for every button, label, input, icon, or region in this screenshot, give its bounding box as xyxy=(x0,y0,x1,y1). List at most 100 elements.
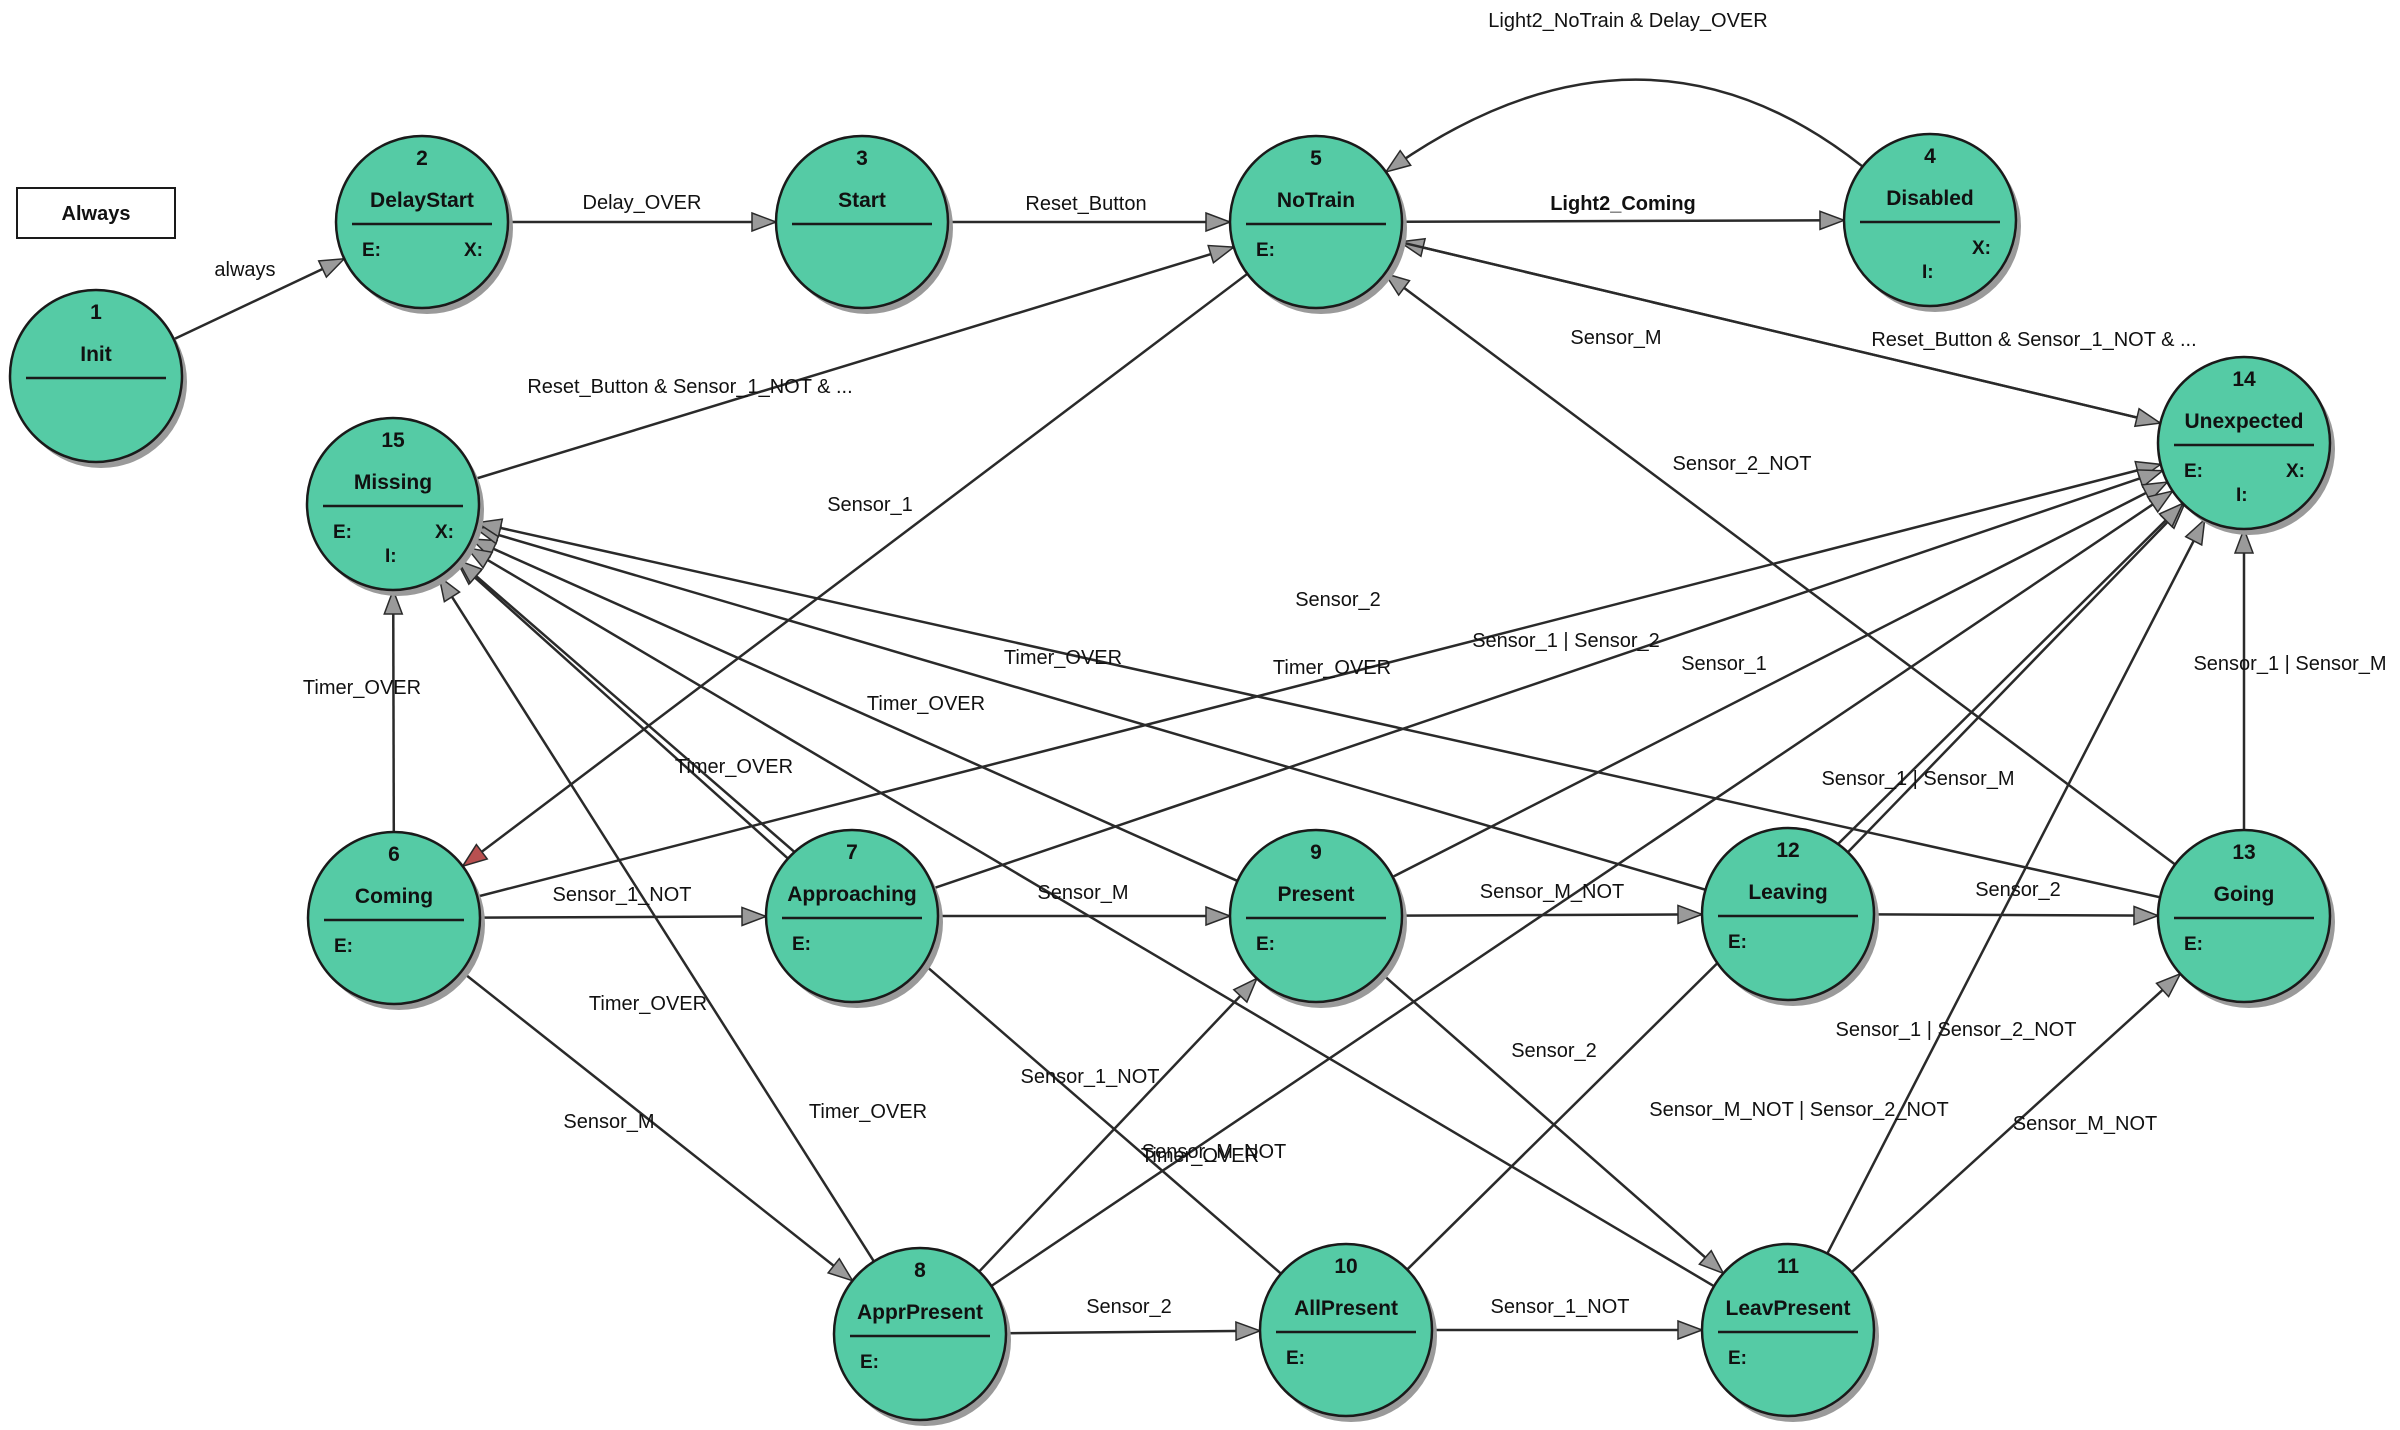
state-entry-action: E: xyxy=(2184,934,2203,955)
transition-line[interactable] xyxy=(1379,971,1725,1275)
transition-line[interactable] xyxy=(173,257,345,341)
transition-s1-to-s2[interactable] xyxy=(173,257,347,341)
transition-s9-to-s12[interactable] xyxy=(1401,904,1705,925)
state-circle[interactable] xyxy=(8,288,184,464)
state-circle[interactable] xyxy=(2156,828,2332,1004)
arrowhead xyxy=(1819,210,1847,231)
transition-s6-to-s8[interactable] xyxy=(460,970,855,1282)
transition-line[interactable] xyxy=(1385,78,1864,173)
state-circle[interactable] xyxy=(764,828,940,1004)
transition-line[interactable] xyxy=(479,915,767,919)
transition-line[interactable] xyxy=(461,272,1249,868)
state-number: 10 xyxy=(1334,1255,1357,1278)
state-circle[interactable] xyxy=(774,134,950,310)
transition-line[interactable] xyxy=(978,977,1258,1273)
transition-line[interactable] xyxy=(456,560,789,860)
transition-s10-to-s11[interactable] xyxy=(1432,1319,1705,1341)
transition-s9-to-s11[interactable] xyxy=(1379,971,1725,1275)
always-box[interactable]: Always xyxy=(16,187,176,239)
always-box-label: Always xyxy=(62,203,131,225)
transition-line[interactable] xyxy=(471,537,1238,883)
state-circle[interactable] xyxy=(306,830,482,1006)
transition-line[interactable] xyxy=(1384,272,2176,866)
transition-s6-to-s15[interactable] xyxy=(383,587,404,833)
transition-line[interactable] xyxy=(438,575,875,1263)
state-number: 1 xyxy=(90,301,102,324)
transition-s7-to-s9[interactable] xyxy=(938,905,1233,927)
transition-line[interactable] xyxy=(1873,913,2159,917)
state-circle[interactable] xyxy=(1842,132,2018,308)
transition-s4-to-s5[interactable] xyxy=(1384,78,1864,174)
transition-line[interactable] xyxy=(1392,480,2168,879)
transition-s5-to-s14[interactable] xyxy=(1399,240,2163,428)
transition-s8-to-s15[interactable] xyxy=(437,574,875,1263)
transition-s6-to-s7[interactable] xyxy=(479,906,769,927)
transition-label: Sensor_M xyxy=(1037,882,1128,904)
transition-label: Sensor_M_NOT xyxy=(1480,881,1625,903)
transition-s5-to-s6[interactable] xyxy=(460,272,1249,868)
state-circle[interactable] xyxy=(1258,1242,1434,1418)
transition-s8-to-s14[interactable] xyxy=(990,489,2175,1288)
state-circle[interactable] xyxy=(1228,134,1404,310)
transition-s7-to-s14[interactable] xyxy=(933,469,2165,890)
transition-line[interactable] xyxy=(990,489,2174,1288)
transition-line[interactable] xyxy=(391,589,396,833)
transition-label: Timer_OVER xyxy=(675,756,793,778)
transition-line[interactable] xyxy=(1401,219,1845,223)
state-number: 13 xyxy=(2232,841,2255,864)
transition-line[interactable] xyxy=(476,521,2161,899)
transition-line[interactable] xyxy=(1005,1329,1261,1335)
arrowhead xyxy=(1232,976,1259,1004)
transition-label: Sensor_1 | Sensor_M xyxy=(2193,653,2386,675)
transition-s8-to-s9[interactable] xyxy=(978,976,1259,1273)
transition-s8-to-s10[interactable] xyxy=(1005,1320,1263,1342)
transition-line[interactable] xyxy=(1846,503,2186,854)
transition-s13-to-s5[interactable] xyxy=(1383,272,2176,866)
transition-s2-to-s3[interactable] xyxy=(508,211,779,233)
transition-s15-to-s5[interactable] xyxy=(474,244,1236,481)
state-circle[interactable] xyxy=(1700,826,1876,1002)
transition-s12-to-s13[interactable] xyxy=(1873,905,2161,926)
transition-s12-to-s14[interactable] xyxy=(1846,503,2186,854)
state-circle[interactable] xyxy=(832,1246,1008,1422)
arrowhead xyxy=(1207,244,1236,265)
state-circle[interactable] xyxy=(1700,1242,1876,1418)
transition-line[interactable] xyxy=(1850,972,2182,1274)
transition-s5-to-s4[interactable] xyxy=(1401,210,1847,231)
transition-line[interactable] xyxy=(460,970,854,1282)
transition-s13-to-s15[interactable] xyxy=(474,518,2161,899)
state-circle[interactable] xyxy=(2156,355,2332,531)
transition-line[interactable] xyxy=(475,527,1706,891)
transition-s13-to-s14[interactable] xyxy=(2233,526,2255,830)
transition-line[interactable] xyxy=(1401,913,1703,917)
transition-s3-to-s5[interactable] xyxy=(948,211,1233,233)
transition-line[interactable] xyxy=(1399,240,2161,425)
state-name: NoTrain xyxy=(1277,189,1355,212)
transition-line[interactable] xyxy=(933,469,2163,890)
transition-line[interactable] xyxy=(476,463,2162,898)
state-circle[interactable] xyxy=(305,416,481,592)
transition-line[interactable] xyxy=(474,245,1235,481)
transition-s11-to-s14[interactable] xyxy=(1826,517,2206,1255)
transition-line[interactable] xyxy=(1826,518,2206,1255)
state-circle[interactable] xyxy=(1228,828,1404,1004)
transition-s11-to-s13[interactable] xyxy=(1850,972,2182,1274)
state-circle[interactable] xyxy=(334,134,510,310)
